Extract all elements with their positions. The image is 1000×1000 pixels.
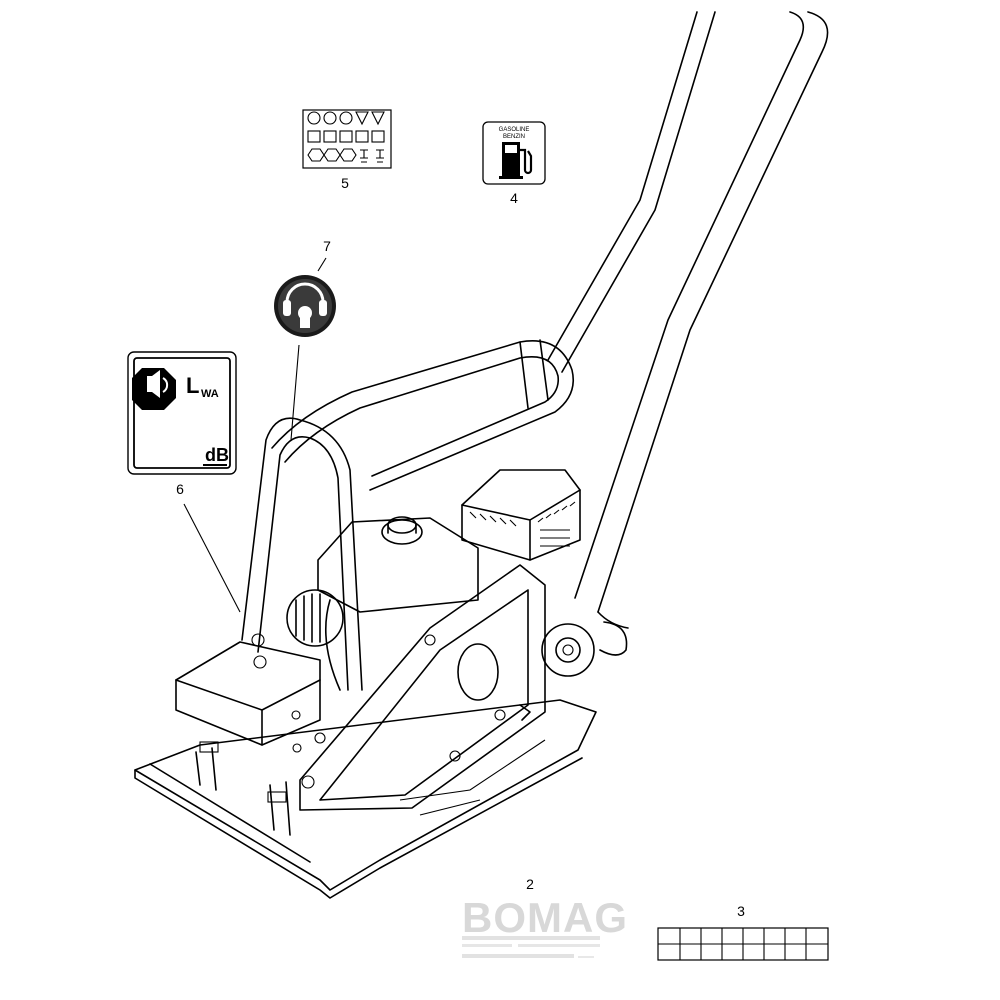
decal-symbol-grid <box>302 109 392 169</box>
callout-3: 3 <box>737 903 745 919</box>
noise-symbol-sub: WA <box>201 388 219 400</box>
decal-brand: BOMAG <box>462 894 628 958</box>
leader-line-6 <box>183 503 241 613</box>
fuel-label-line1: GASOLINE <box>499 127 530 133</box>
fuel-pump-icon <box>499 142 533 179</box>
noise-symbol-main: L <box>186 373 199 398</box>
noise-unit: dB <box>205 445 229 465</box>
leader-line-7 <box>317 257 327 272</box>
callout-7: 7 <box>323 238 331 254</box>
callout-2: 2 <box>526 876 534 892</box>
fuel-label-line2: BENZIN <box>503 134 525 140</box>
ear-protection-icon <box>274 275 336 337</box>
callout-5: 5 <box>341 175 349 191</box>
decal-blank-grid <box>657 927 829 961</box>
leader-line-7b <box>290 344 300 441</box>
callout-6: 6 <box>176 481 184 497</box>
speaker-icon <box>132 368 176 410</box>
decal-noise-level: L WA dB <box>127 351 237 475</box>
callout-4: 4 <box>510 190 518 206</box>
brand-logo: BOMAG <box>462 894 628 941</box>
plate-compactor-drawing <box>134 11 829 899</box>
decal-fuel: GASOLINE BENZIN <box>482 121 546 185</box>
